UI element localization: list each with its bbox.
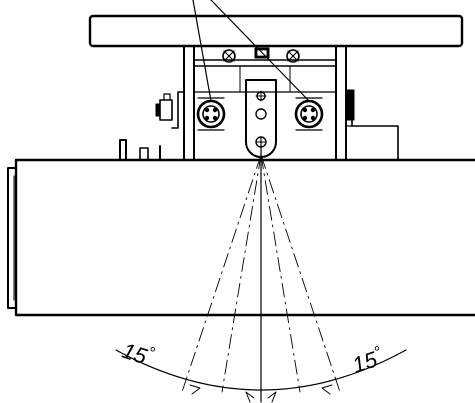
field-of-view [181,154,341,393]
screw-top-right [286,49,300,63]
screw-top-left [222,49,236,63]
connector-right [294,97,324,131]
angle-dimension-arc [115,349,407,403]
left-side-fitting [155,93,173,121]
connector-left [196,97,226,131]
right-side-fitting [345,89,355,121]
lower-left-bracket [119,139,161,161]
sensor-housing [7,158,475,317]
top-mounting-plate [88,14,464,48]
angle-label-right: 15° [349,343,387,377]
angle-label-left: 15° [119,337,157,371]
leader-lines [192,0,310,102]
